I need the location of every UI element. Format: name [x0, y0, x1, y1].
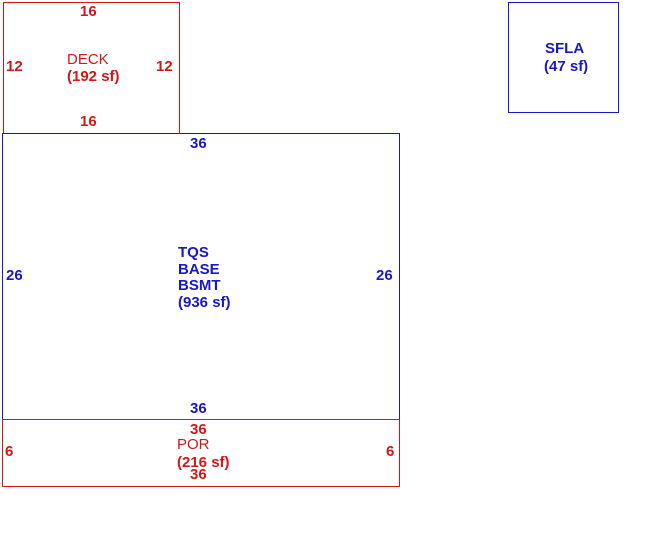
deck-left-dimension: 12 — [6, 58, 23, 75]
porch-right-dimension: 6 — [386, 443, 395, 460]
basement-label-line-1: TQS — [178, 244, 209, 261]
porch-bottom-dimension: 36 — [190, 466, 207, 483]
basement-right-dimension: 26 — [376, 267, 393, 284]
porch-top-dimension: 36 — [190, 421, 207, 438]
porch-name-label: POR — [177, 436, 210, 453]
deck-bottom-dimension: 16 — [80, 113, 97, 130]
basement-top-dimension: 36 — [190, 135, 207, 152]
basement-bottom-dimension: 36 — [190, 400, 207, 417]
deck-top-dimension: 16 — [80, 3, 97, 20]
porch-left-dimension: 6 — [5, 443, 14, 460]
basement-left-dimension: 26 — [6, 267, 23, 284]
porch-area-outline — [2, 419, 400, 487]
basement-label-line-3: BSMT — [178, 277, 221, 294]
sfla-area-label: (47 sf) — [544, 58, 589, 75]
basement-area-label: (936 sf) — [178, 294, 231, 311]
deck-right-dimension: 12 — [156, 58, 173, 75]
deck-name-label: DECK — [67, 51, 109, 68]
deck-area-label: (192 sf) — [67, 68, 120, 85]
porch-area-label: (216 sf) — [177, 454, 230, 471]
sfla-area-outline — [508, 2, 619, 113]
sfla-name-label: SFLA — [545, 40, 585, 57]
basement-label-line-2: BASE — [178, 261, 220, 278]
